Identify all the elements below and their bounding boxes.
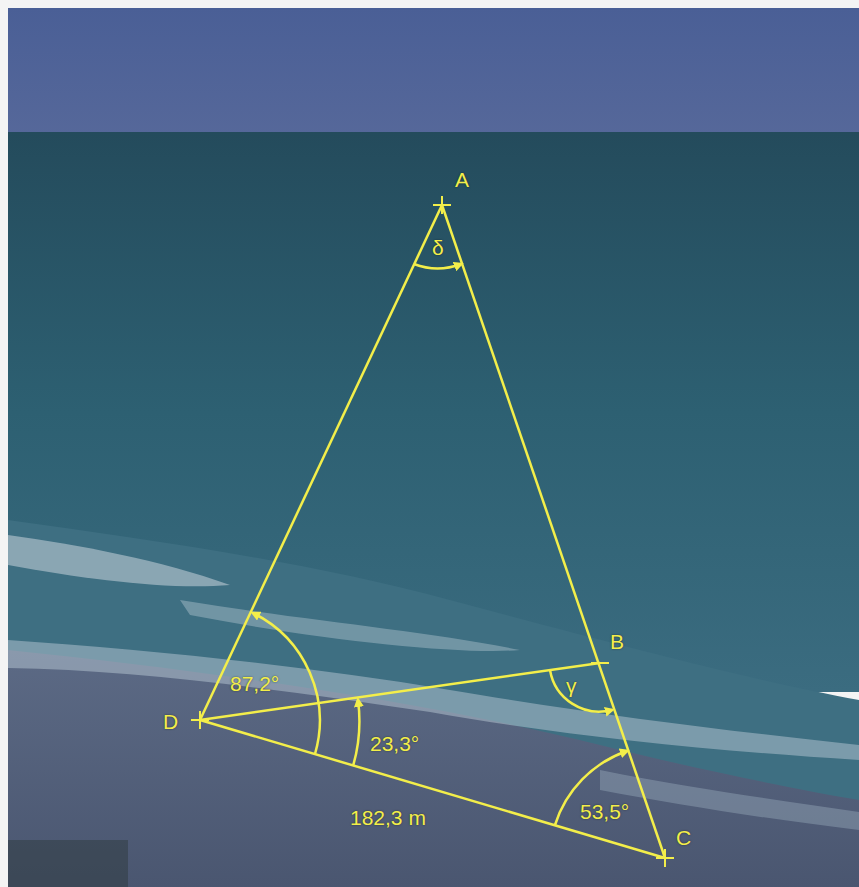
point-label: A [455, 168, 469, 191]
point-label: C [676, 826, 691, 849]
angle-label: 87,2° [230, 672, 279, 695]
angle-label: δ [432, 236, 444, 259]
angle-arcs [253, 264, 627, 825]
angle-label: 53,5° [580, 800, 629, 823]
angle-label: 23,3° [370, 732, 419, 755]
angle-label: γ [566, 674, 577, 697]
point-label: D [163, 710, 178, 733]
point-label: B [610, 630, 624, 653]
point-crosses [191, 196, 674, 867]
triangle-lines [200, 205, 665, 858]
dimension-label: 182,3 m [350, 806, 426, 829]
